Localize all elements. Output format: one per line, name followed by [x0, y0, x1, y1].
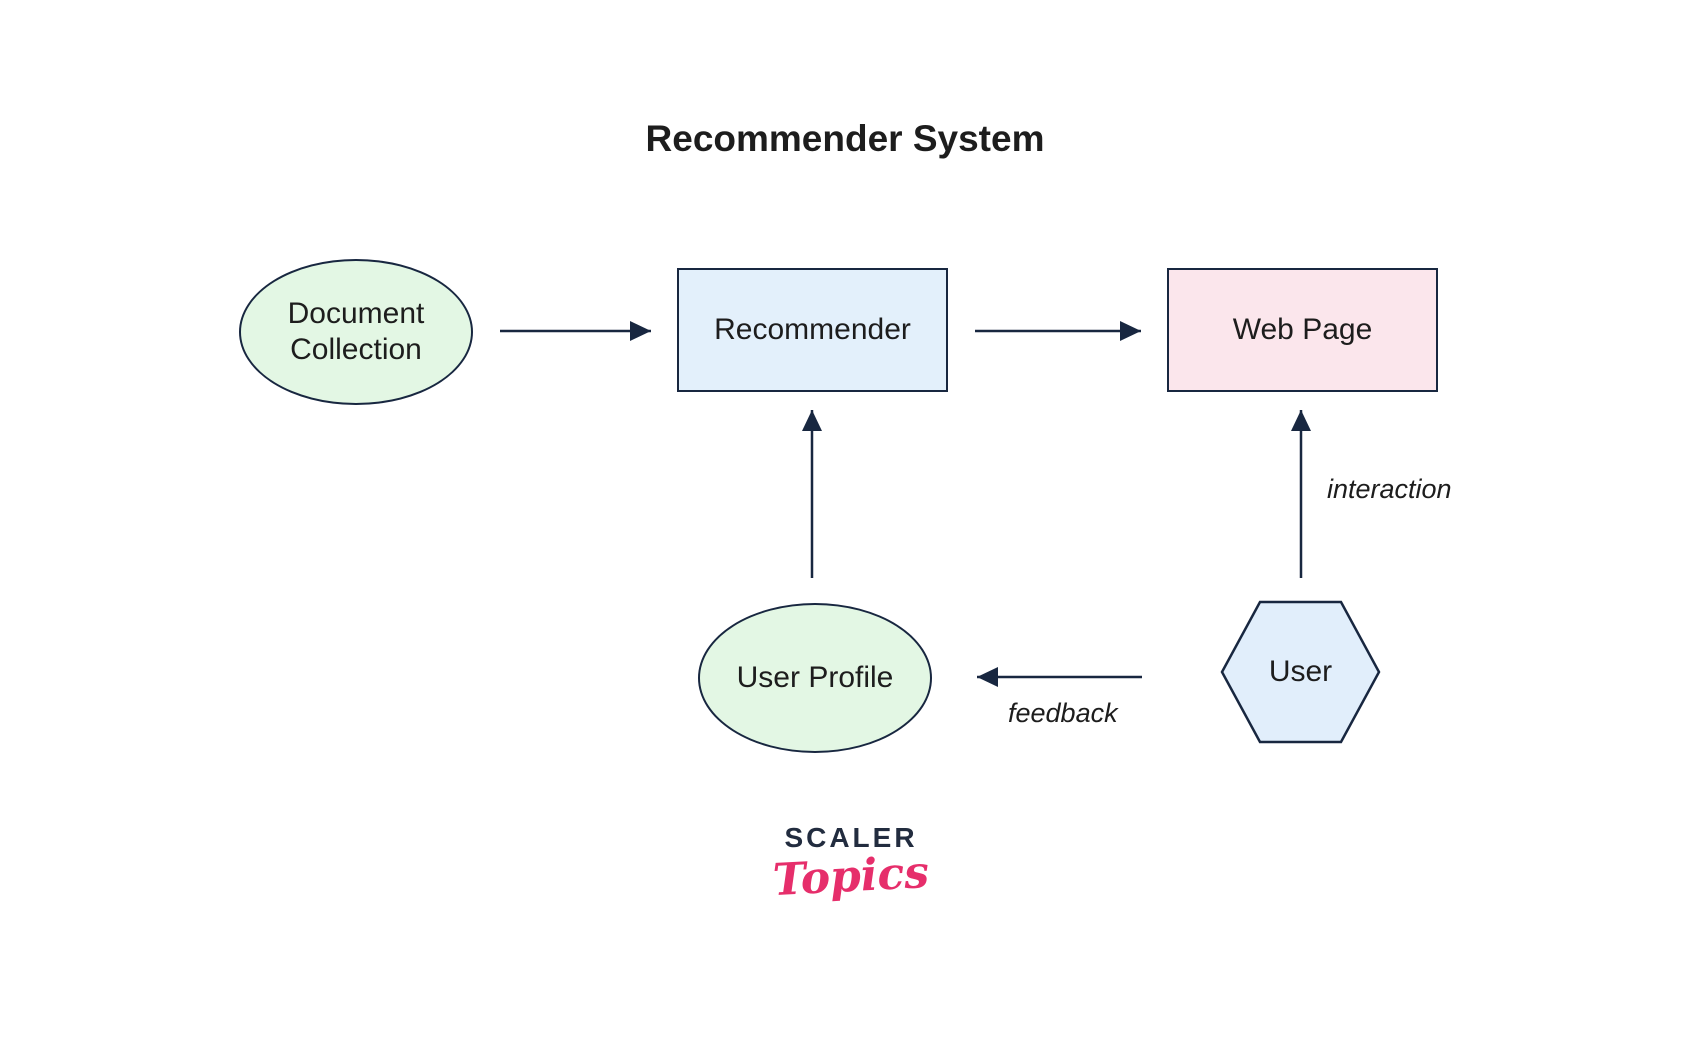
node-user-profile-label: User Profile — [736, 661, 894, 694]
logo-brand-text: SCALER — [784, 822, 918, 853]
node-user-label: User — [1268, 655, 1333, 688]
scaler-topics-logo: SCALER Topics — [772, 822, 931, 906]
hexagon-outline — [1220, 600, 1381, 744]
edge-label-feedback: feedback — [1008, 698, 1118, 728]
diagram-title: Recommender System — [645, 118, 1045, 159]
node-recommender-label: Recommender — [714, 313, 911, 346]
node-recommender: Recommender — [677, 268, 948, 392]
node-web-page: Web Page — [1167, 268, 1438, 392]
node-web-page-label: Web Page — [1232, 313, 1373, 346]
node-user-profile: User Profile — [698, 603, 932, 753]
logo-wordmark-text: Topics — [771, 846, 931, 907]
hexagon-shape — [1220, 600, 1381, 744]
node-document-collection: Document Collection — [239, 259, 473, 405]
node-document-collection-label: Document Collection — [287, 297, 425, 366]
node-user: User — [1220, 600, 1381, 744]
edge-label-interaction: interaction — [1327, 474, 1452, 504]
